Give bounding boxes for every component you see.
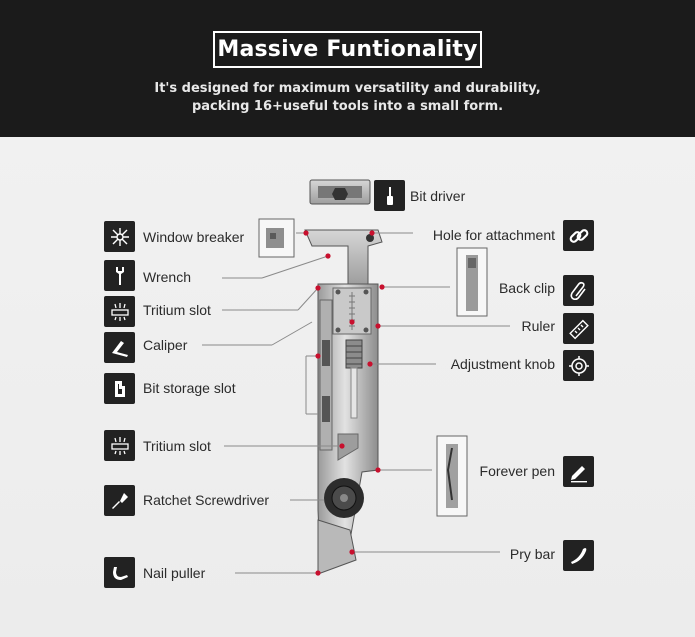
label-ratchet-screwdriver: Ratchet Screwdriver	[143, 492, 270, 508]
tritium-slot-icon	[104, 296, 135, 327]
label-nail-puller: Nail puller	[143, 565, 206, 581]
paperclip-icon	[563, 275, 594, 306]
window-breaker-icon	[104, 221, 135, 252]
multitool-body	[304, 229, 383, 575]
label-pry-bar: Pry bar	[509, 546, 555, 562]
window-breaker-inset	[258, 218, 295, 258]
label-window-breaker: Window breaker	[143, 229, 245, 245]
pen-icon	[563, 456, 594, 487]
ruler-icon	[563, 313, 594, 344]
label-bit-storage-slot: Bit storage slot	[143, 380, 236, 396]
bit-storage-icon	[104, 373, 135, 404]
header-banner: Massive Funtionality It's designed for m…	[0, 0, 695, 137]
bit-driver-part	[309, 179, 371, 205]
bit-driver-icon	[374, 180, 405, 211]
label-hole-for-attachment: Hole for attachment	[432, 227, 555, 243]
label-tritium-slot-1: Tritium slot	[143, 302, 211, 318]
tritium-slot-icon-2	[104, 430, 135, 461]
label-bit-driver: Bit driver	[410, 188, 466, 204]
nail-puller-icon	[104, 557, 135, 588]
caliper-icon	[104, 332, 135, 363]
label-wrench: Wrench	[143, 269, 191, 285]
chain-link-icon	[563, 220, 594, 251]
label-caliper: Caliper	[143, 337, 188, 353]
label-ruler: Ruler	[521, 318, 555, 334]
label-forever-pen: Forever pen	[479, 463, 555, 479]
wrench-icon	[104, 260, 135, 291]
pry-bar-icon	[563, 540, 594, 571]
page-title: Massive Funtionality	[213, 31, 482, 68]
forever-pen-inset	[436, 435, 468, 517]
callout-markers	[303, 230, 385, 576]
subtitle-line-1: It's designed for maximum versatility an…	[154, 81, 541, 96]
screwdriver-icon	[104, 485, 135, 516]
back-clip-inset	[456, 247, 488, 317]
label-back-clip: Back clip	[498, 280, 555, 296]
label-tritium-slot-2: Tritium slot	[143, 438, 211, 454]
subtitle-line-2: packing 16+useful tools into a small for…	[191, 99, 504, 114]
leader-lines	[202, 232, 510, 574]
label-adjustment-knob: Adjustment knob	[450, 356, 555, 372]
adjustment-knob-icon	[563, 350, 594, 381]
